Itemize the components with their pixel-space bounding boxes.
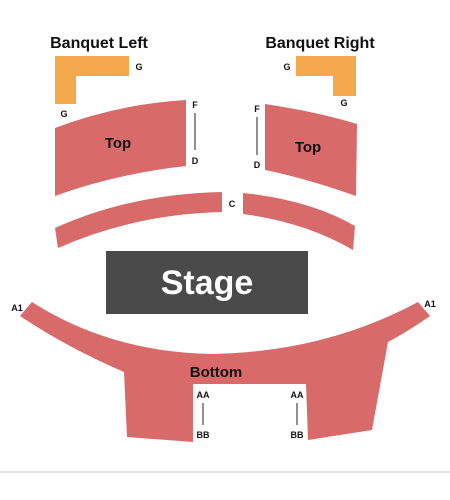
bottom-section[interactable] [20,302,430,442]
banquet-left-section[interactable] [55,56,129,104]
banquet-left-title: Banquet Left [50,35,148,52]
top-left-row-front: F [192,100,198,110]
stage [106,251,308,314]
bottom-left-wing-row-top: AA [197,390,210,400]
top-right-section[interactable] [265,104,357,196]
stage-label: Stage [161,264,254,302]
bottom-row-left-end: A1 [11,303,23,313]
banquet-right-row-top: G [283,62,290,72]
bottom-right-wing-row-bottom: BB [291,430,304,440]
bottom-left-wing-row-bottom: BB [197,430,210,440]
bottom-label: Bottom [190,364,243,381]
bottom-row-right-end: A1 [424,299,436,309]
top-right-row-front: F [254,104,260,114]
banquet-right-row-bottom: G [340,98,347,108]
top-right-row-back: D [254,160,261,170]
banquet-left-row-top: G [135,62,142,72]
top-left-label: Top [105,135,131,152]
banquet-right-title: Banquet Right [265,35,375,52]
row-c-left-section[interactable] [55,192,222,248]
row-c-label: C [229,199,236,209]
row-c-right-section[interactable] [243,193,355,250]
top-left-section[interactable] [55,100,186,196]
banquet-right-section[interactable] [296,56,356,96]
top-right-label: Top [295,139,321,156]
banquet-left-row-bottom: G [60,109,67,119]
bottom-right-wing-row-top: AA [291,390,304,400]
top-left-row-back: D [192,156,199,166]
